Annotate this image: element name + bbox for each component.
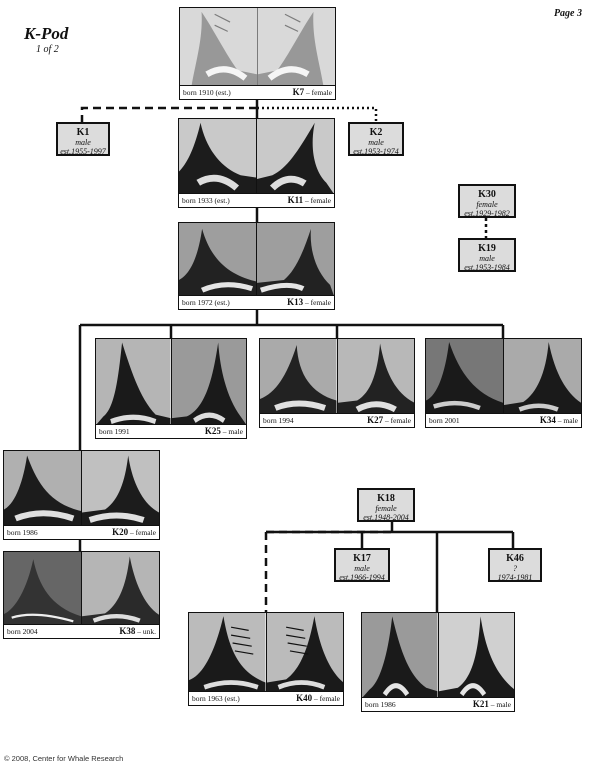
card-k7-born: born 1910 (est.) (183, 87, 231, 97)
card-k7-id: K7 (292, 87, 305, 97)
line-k7-k1 (80, 106, 257, 122)
card-k20-sex: – female (128, 528, 156, 537)
card-k34: born 2001 K34 – male (425, 338, 582, 428)
card-k38-sex: – unk. (135, 627, 156, 636)
card-k27-id: K27 (367, 415, 384, 425)
card-k40-id: K40 (296, 693, 313, 703)
box-k1: K1 male est.1955-1997 (56, 122, 110, 156)
card-k40: born 1963 (est.) K40 – female (188, 612, 344, 706)
card-k21-id: K21 (472, 699, 489, 709)
photo-k13-left (179, 223, 256, 296)
card-k25: born 1991 K25 – male (95, 338, 247, 439)
card-k11-id: K11 (287, 195, 304, 205)
box-k19-id: K19 (478, 243, 496, 254)
box-k17-id: K17 (353, 553, 371, 564)
box-k30-years: est.1929-1982 (464, 209, 510, 218)
card-k27-sex: – female (383, 416, 411, 425)
box-k18-sex: female (375, 504, 397, 513)
page-number: Page 3 (553, 8, 582, 19)
box-k30-sex: female (476, 200, 498, 209)
card-k7: born 1910 (est.) K7 – female (179, 7, 336, 100)
card-k13: born 1972 (est.) K13 – female (178, 222, 335, 310)
card-k21: born 1986 K21 – male (361, 612, 515, 712)
photo-k21-left (362, 613, 438, 698)
card-k34-born: born 2001 (429, 415, 460, 425)
card-k13-born: born 1972 (est.) (182, 297, 230, 307)
box-k30-id: K30 (478, 189, 496, 200)
card-k38-id: K38 (119, 626, 136, 636)
box-k2-sex: male (368, 138, 384, 147)
photo-k40-left (189, 613, 266, 692)
photo-k7-left (180, 8, 257, 86)
photo-k7-right (257, 8, 335, 86)
card-k34-sex: – male (555, 416, 578, 425)
photo-k13-right (256, 223, 334, 296)
card-k38: born 2004 K38 – unk. (3, 551, 160, 639)
card-k11-born: born 1933 (est.) (182, 195, 230, 205)
card-k7-sex: – female (304, 88, 332, 97)
photo-k38-right (81, 552, 159, 625)
card-k20-id: K20 (112, 527, 129, 537)
box-k1-id: K1 (76, 127, 90, 138)
photo-k27-right (336, 339, 414, 414)
page-subtitle: 1 of 2 (36, 44, 59, 55)
card-k13-id: K13 (287, 297, 304, 307)
copyright: © 2008, Center for Whale Research (4, 754, 124, 763)
box-k46: K46 ? 1974-1981 (488, 548, 542, 582)
photo-k27-left (260, 339, 337, 414)
photo-k34-right (503, 339, 581, 414)
photo-k11-left (179, 119, 256, 194)
box-k46-sex: ? (513, 564, 517, 573)
photo-k21-right (437, 613, 514, 698)
card-k40-sex: – female (312, 694, 340, 703)
photo-k34-left (426, 339, 503, 414)
card-k20: born 1986 K20 – female (3, 450, 160, 540)
photo-k25-left (96, 339, 171, 425)
box-k2-years: est.1953-1974 (353, 147, 399, 156)
box-k18: K18 female est.1948-2004 (357, 488, 415, 522)
box-k30: K30 female est.1929-1982 (458, 184, 516, 218)
box-k19-sex: male (479, 254, 495, 263)
card-k25-born: born 1991 (99, 426, 130, 436)
card-k13-sex: – female (303, 298, 331, 307)
card-k27: born 1994 K27 – female (259, 338, 415, 428)
box-k17: K17 male est.1966-1994 (334, 548, 390, 582)
photo-k38-left (4, 552, 81, 625)
card-k21-born: born 1986 (365, 699, 396, 709)
card-k40-born: born 1963 (est.) (192, 693, 240, 703)
box-k18-years: est.1948-2004 (363, 513, 409, 522)
photo-k20-right (81, 451, 159, 526)
box-k2-id: K2 (369, 127, 383, 138)
photo-k40-right (265, 613, 343, 692)
box-k2: K2 male est.1953-1974 (348, 122, 404, 156)
photo-k11-right (256, 119, 334, 194)
card-k38-born: born 2004 (7, 626, 38, 636)
card-k20-born: born 1986 (7, 527, 38, 537)
card-k11: born 1933 (est.) K11 – female (178, 118, 335, 208)
photo-k25-right (170, 339, 246, 425)
box-k18-id: K18 (377, 493, 395, 504)
page-title: K-Pod (24, 24, 69, 43)
box-k1-sex: male (75, 138, 91, 147)
card-k27-born: born 1994 (263, 415, 294, 425)
box-k46-years: 1974-1981 (497, 573, 533, 582)
card-k11-sex: – female (303, 196, 331, 205)
box-k17-sex: male (354, 564, 370, 573)
box-k46-id: K46 (506, 553, 524, 564)
box-k17-years: est.1966-1994 (339, 573, 385, 582)
box-k1-years: est.1955-1997 (60, 147, 106, 156)
box-k19-years: est.1953-1984 (464, 263, 510, 272)
card-k25-id: K25 (204, 426, 221, 436)
card-k34-id: K34 (539, 415, 556, 425)
box-k19: K19 male est.1953-1984 (458, 238, 516, 272)
card-k21-sex: – male (488, 700, 511, 709)
photo-k20-left (4, 451, 81, 526)
card-k25-sex: – male (220, 427, 243, 436)
